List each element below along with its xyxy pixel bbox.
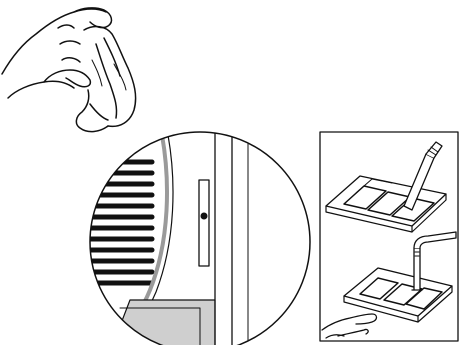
vent-slats — [86, 162, 152, 283]
slot — [199, 180, 209, 266]
latch-icon — [201, 213, 208, 220]
hand-with-cloth — [2, 8, 136, 132]
filter-with-vacuum — [322, 232, 456, 338]
filter-with-brush — [326, 142, 446, 232]
filter-cleaning-inset — [320, 132, 458, 341]
hand-icon — [322, 314, 377, 338]
appliance-detail-magnified — [86, 120, 310, 345]
